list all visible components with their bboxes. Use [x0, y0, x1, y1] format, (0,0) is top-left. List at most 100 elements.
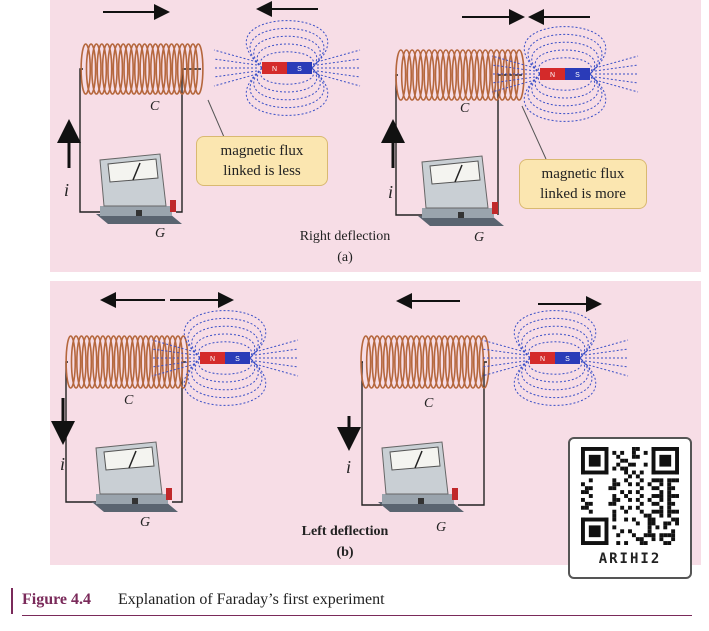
qr-module [624, 470, 629, 475]
field-line [584, 360, 629, 368]
coil-turn [192, 43, 204, 95]
panel-a-caption: Right deflection [299, 229, 391, 244]
qr-module [659, 533, 664, 538]
terminal-red [170, 200, 176, 212]
callout-line-1: magnetic flux [541, 166, 625, 182]
field-line [316, 70, 361, 78]
qr-module [655, 486, 660, 491]
field-line [594, 76, 639, 84]
terminal-black [132, 498, 138, 504]
field-line [594, 55, 639, 69]
qr-module [671, 486, 676, 491]
coil-turn [479, 49, 491, 101]
current-label-b-right: i [346, 457, 352, 477]
qr-module [631, 450, 636, 455]
qr-module [651, 537, 656, 542]
qr-module [659, 494, 664, 498]
qr-module [671, 494, 676, 498]
qr-module [612, 486, 617, 491]
qr-code-box[interactable]: ARIHI2 [568, 437, 692, 579]
coil-turn [433, 335, 445, 389]
qr-module [651, 509, 656, 514]
qr-module [651, 470, 679, 475]
callout-line-2: linked is less [223, 163, 301, 179]
flux-callout-a-right: magnetic flux linked is more [519, 159, 647, 209]
coil-turn [439, 335, 451, 389]
callout-line-2: linked is more [540, 186, 626, 202]
coil-turn [377, 335, 389, 389]
coil-turn [139, 43, 151, 95]
qr-code[interactable] [581, 447, 679, 545]
qr-module [667, 521, 672, 526]
qr-module [631, 533, 636, 538]
qr-module [635, 490, 640, 495]
qr-module [588, 494, 593, 498]
qr-module [659, 490, 664, 495]
field-line [197, 341, 253, 359]
callout-pointer-a-right [521, 105, 547, 160]
coil-turn [85, 43, 97, 95]
field-line [481, 339, 526, 353]
qr-module [612, 497, 617, 502]
qr-module [671, 529, 676, 534]
qr-module [624, 509, 629, 514]
coil-turn [144, 43, 156, 95]
coil-turn [113, 335, 125, 389]
magnetic-field-lines [481, 310, 629, 406]
coil-turn [405, 335, 417, 389]
coil-turn [507, 49, 520, 101]
coil-turn [123, 43, 134, 95]
field-line [254, 363, 299, 377]
qr-module [635, 447, 640, 451]
coil-turn [187, 43, 199, 95]
field-line [254, 339, 299, 353]
coil-turn [150, 43, 161, 95]
magnet-north-label: N [210, 356, 215, 363]
qr-module [616, 541, 621, 545]
magnet-south-pole [225, 352, 250, 364]
qr-module [655, 478, 660, 483]
coil-turn [108, 335, 119, 389]
coil-turn [457, 49, 469, 101]
qr-module [651, 533, 656, 538]
coil-turn [171, 43, 183, 95]
qr-module [624, 541, 629, 545]
qr-module [628, 529, 632, 534]
field-line [183, 310, 267, 359]
qr-module [631, 454, 636, 459]
qr-module [667, 482, 672, 487]
magnet-south-pole [287, 62, 312, 74]
galvanometer-needle [454, 164, 463, 183]
qr-module [643, 513, 648, 518]
coil-turn [167, 335, 178, 389]
galvanometer-base [378, 502, 464, 512]
terminal-black [418, 498, 424, 504]
qr-module [581, 517, 585, 545]
coil-turn [371, 335, 383, 389]
qr-module [624, 517, 629, 522]
coil-turn [145, 335, 157, 389]
qr-module [663, 525, 668, 530]
qr-module [581, 470, 609, 475]
current-label-b-left: i [60, 454, 66, 474]
magnet-north-pole [262, 62, 287, 74]
field-line [527, 341, 583, 359]
galvanometer-label-b-right: G [436, 520, 447, 535]
qr-module [659, 513, 664, 518]
coil-turn [395, 49, 407, 101]
field-line [316, 58, 361, 66]
field-line [481, 360, 526, 368]
coil-turn [92, 335, 103, 389]
coil-turn [107, 43, 118, 95]
qr-module [635, 454, 640, 459]
field-line [259, 51, 315, 69]
qr-module [647, 525, 652, 530]
qr-module [639, 494, 644, 498]
field-line [481, 348, 526, 356]
galvanometer-base [96, 214, 182, 224]
qr-module [659, 454, 672, 467]
qr-module [608, 486, 613, 491]
coil-turn [118, 335, 130, 389]
